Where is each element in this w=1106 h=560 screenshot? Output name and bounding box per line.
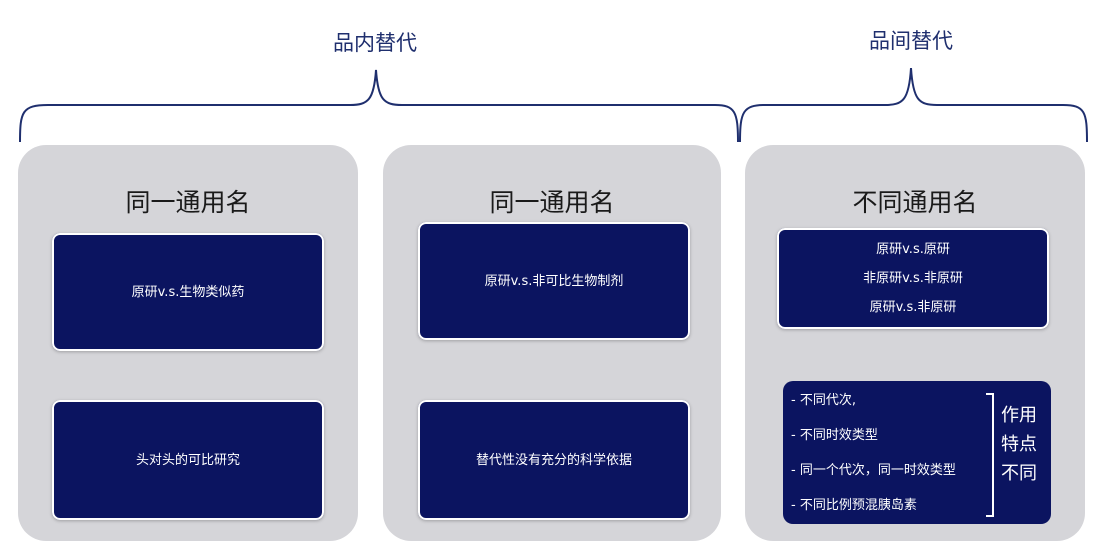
panel-title: 同一通用名 [125, 188, 251, 217]
box-text: 原研v.s.非原研 [869, 300, 957, 315]
side-label-line: 作用 [1001, 405, 1037, 426]
box-head-to-head-study: 头对头的可比研究 [52, 400, 324, 520]
box-text: 原研v.s.生物类似药 [131, 284, 245, 300]
box-differences-list: - 不同代次, - 不同时效类型 - 同一个代次，同一时效类型 - 不同比例预混… [783, 381, 1051, 524]
list-item: - 不同时效类型 [791, 428, 878, 443]
difference-list: - 不同代次, - 不同时效类型 - 同一个代次，同一时效类型 - 不同比例预混… [791, 391, 956, 531]
box-text: 原研v.s.非可比生物制剂 [484, 273, 624, 289]
box-originator-comparisons: 原研v.s.原研 非原研v.s.非原研 原研v.s.非原研 [777, 228, 1049, 329]
panel-title: 同一通用名 [489, 188, 615, 217]
box-text: 原研v.s.原研 [876, 242, 950, 257]
list-bracket [986, 393, 994, 517]
side-label: 作用 特点 不同 [1001, 401, 1037, 488]
side-label-line: 不同 [1001, 463, 1037, 484]
box-text: 替代性没有充分的科学依据 [475, 452, 632, 468]
panel-same-generic-2: 同一通用名 原研v.s.非可比生物制剂 替代性没有充分的科学依据 [383, 145, 721, 541]
group-label-in-product: 品内替代 [333, 31, 417, 55]
left-brace [19, 69, 739, 143]
panel-different-generic: 不同通用名 原研v.s.原研 非原研v.s.非原研 原研v.s.非原研 - 不同… [745, 145, 1085, 541]
box-originator-vs-noncomparable: 原研v.s.非可比生物制剂 [418, 222, 690, 340]
box-no-scientific-basis: 替代性没有充分的科学依据 [418, 400, 690, 520]
group-label-between-product: 品间替代 [869, 29, 953, 53]
panel-title: 不同通用名 [852, 188, 978, 217]
box-text: 非原研v.s.非原研 [863, 271, 963, 286]
list-item: - 不同比例预混胰岛素 [791, 498, 917, 513]
side-label-line: 特点 [1001, 434, 1037, 455]
panel-same-generic-1: 同一通用名 原研v.s.生物类似药 头对头的可比研究 [18, 145, 358, 541]
box-text: 头对头的可比研究 [135, 452, 240, 468]
list-item: - 不同代次, [791, 393, 856, 408]
box-originator-vs-biosimilar: 原研v.s.生物类似药 [52, 233, 324, 351]
right-brace [739, 67, 1088, 143]
list-item: - 同一个代次，同一时效类型 [791, 463, 956, 478]
group-braces [19, 67, 1088, 143]
